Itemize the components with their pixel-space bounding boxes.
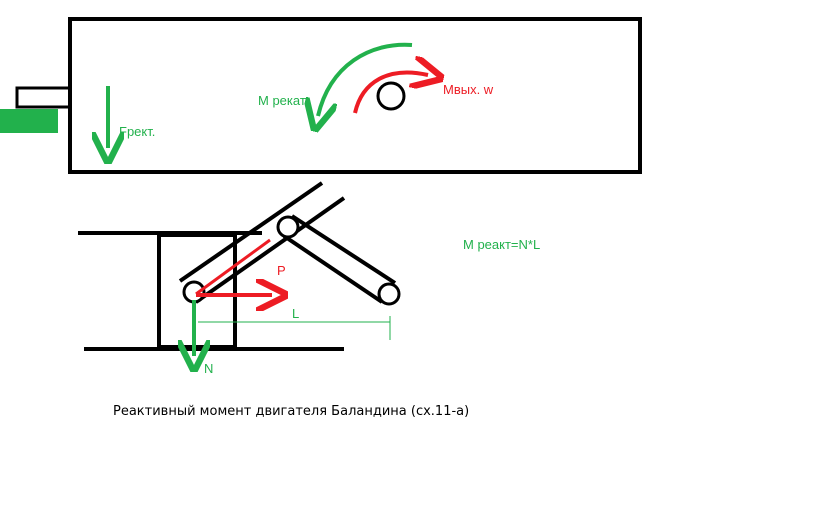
pivot-top [276, 215, 300, 239]
long-link-upper [178, 181, 324, 283]
caption: Реактивный момент двигателя Баландина (с… [113, 404, 469, 419]
engine-body [68, 17, 642, 174]
p-diagonal-line [195, 238, 271, 296]
right-link-upper [290, 214, 397, 285]
label-formula: M реакт=N*L [463, 237, 540, 252]
coupling-block [0, 109, 58, 133]
shaft-stub [15, 86, 72, 109]
label-f-react: Fрект. [119, 124, 155, 139]
m-react-arrow [318, 42, 413, 116]
long-link-lower [194, 196, 346, 304]
output-shaft-circle [376, 81, 406, 111]
label-m-react: М рекат. [258, 93, 308, 108]
right-link-lower [282, 234, 384, 304]
pivot-right [377, 282, 401, 306]
label-n: N [204, 361, 213, 376]
label-l: L [292, 306, 299, 321]
label-p: P [277, 263, 286, 278]
m-out-arrow [353, 73, 428, 114]
label-m-out: Мвых. w [443, 82, 494, 97]
